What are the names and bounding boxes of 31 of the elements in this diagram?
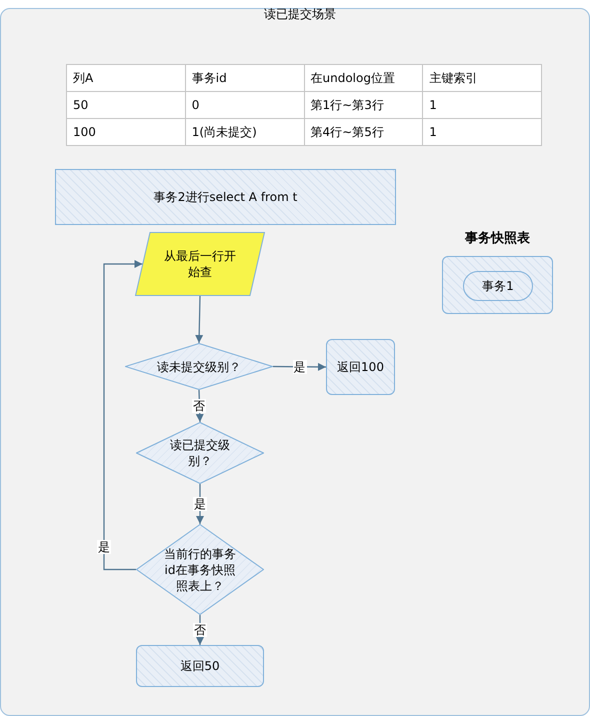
table-cell: 第1行~第3行 [304,92,423,118]
edge-label: 是 [97,540,111,554]
table-cell: 100 [66,118,186,146]
table-cell: 第4行~第5行 [304,118,423,146]
edge-label: 否 [193,623,207,637]
table-cell: 1 [422,92,542,118]
decision-text: 读未提交级别？ [156,358,242,376]
table-cell: 在undolog位置 [304,64,423,92]
decision-text: 读已提交级别？ [169,437,231,470]
transaction-pill: 事务1 [463,271,533,301]
decision-text: 当前行的事务id在事务快照照表上？ [163,546,237,594]
input-text: 从最后一行开始查 [163,248,237,281]
result-box: 返回50 [136,645,264,687]
edge-label: 否 [192,399,206,413]
table-cell: 50 [66,92,186,118]
decision-diamond [136,524,264,615]
edge-label: 是 [193,497,207,511]
table-cell: 1 [422,118,542,146]
table-cell: 0 [185,92,304,118]
table-cell: 列A [66,64,186,92]
panel-heading: 事务快照表 [464,231,531,247]
table-cell: 1(尚未提交) [185,118,304,146]
table-cell: 事务id [185,64,304,92]
result-box: 返回100 [326,339,395,395]
decision-diamond [136,422,264,484]
arrow [103,260,142,570]
diagram-title: 读已提交场景 [263,6,337,22]
arrow [195,296,204,344]
decision-diamond [125,343,273,390]
process-box: 事务2进行select A from t [55,169,396,225]
table-cell: 主键索引 [422,64,542,92]
